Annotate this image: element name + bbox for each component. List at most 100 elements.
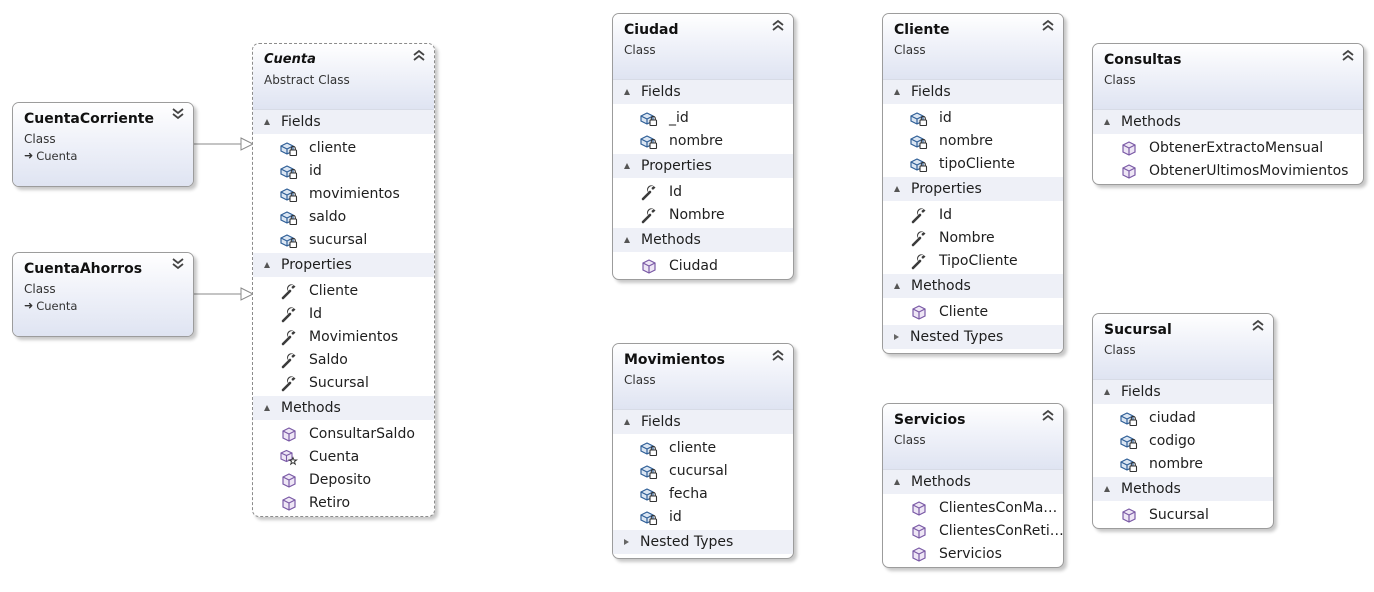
expanded-triangle-icon[interactable] (1104, 119, 1110, 125)
member-method[interactable]: Sucursal (1093, 503, 1273, 526)
section-header-fields[interactable]: Fields (883, 80, 1063, 104)
member-field[interactable]: id (883, 106, 1063, 129)
member-property[interactable]: Movimientos (253, 325, 434, 348)
expanded-triangle-icon[interactable] (1104, 486, 1110, 492)
member-property[interactable]: Sucursal (253, 371, 434, 394)
member-field[interactable]: saldo (253, 205, 434, 228)
section-header-properties[interactable]: Properties (613, 154, 793, 178)
member-property[interactable]: Nombre (883, 226, 1063, 249)
member-method[interactable]: Retiro (253, 491, 434, 514)
section-header-properties[interactable]: Properties (253, 253, 434, 277)
member-method[interactable]: ObtenerUltimosMovimientos (1093, 159, 1363, 182)
member-field[interactable]: nombre (1093, 452, 1273, 475)
section-header-fields[interactable]: Fields (1093, 380, 1273, 404)
section-header-nested-types[interactable]: Nested Types (883, 325, 1063, 349)
expanded-triangle-icon[interactable] (1104, 389, 1110, 395)
member-field[interactable]: id (613, 505, 793, 528)
member-field[interactable]: tipoCliente (883, 152, 1063, 175)
member-property[interactable]: Id (613, 180, 793, 203)
member-field[interactable]: _id (613, 106, 793, 129)
member-method[interactable]: ClientesConMa… (883, 496, 1063, 519)
member-method[interactable]: Deposito (253, 468, 434, 491)
member-method[interactable]: Ciudad (613, 254, 793, 277)
section-header-fields[interactable]: Fields (613, 80, 793, 104)
expanded-triangle-icon[interactable] (894, 186, 900, 192)
section-header-methods[interactable]: Methods (1093, 477, 1273, 501)
expand-chevrons-icon[interactable] (171, 107, 185, 123)
section-header-methods[interactable]: Methods (1093, 110, 1363, 134)
expanded-triangle-icon[interactable] (894, 283, 900, 289)
member-property[interactable]: TipoCliente (883, 249, 1063, 272)
expanded-triangle-icon[interactable] (624, 163, 630, 169)
section-header-fields[interactable]: Fields (253, 110, 434, 134)
section-header-methods[interactable]: Methods (883, 470, 1063, 494)
member-property[interactable]: Id (883, 203, 1063, 226)
member-field[interactable]: sucursal (253, 228, 434, 251)
collapse-chevrons-icon[interactable] (1341, 48, 1355, 64)
member-field[interactable]: cucursal (613, 459, 793, 482)
member-method[interactable]: Cliente (883, 300, 1063, 323)
collapse-chevrons-icon[interactable] (771, 348, 785, 364)
collapse-chevrons-icon[interactable] (771, 18, 785, 34)
section-header-fields[interactable]: Fields (613, 410, 793, 434)
member-constructor[interactable]: Cuenta (253, 445, 434, 468)
expand-chevrons-icon[interactable] (171, 257, 185, 273)
expanded-triangle-icon[interactable] (264, 119, 270, 125)
expanded-triangle-icon[interactable] (264, 405, 270, 411)
member-field[interactable]: movimientos (253, 182, 434, 205)
expanded-triangle-icon[interactable] (894, 479, 900, 485)
member-method[interactable]: ClientesConReti… (883, 519, 1063, 542)
section-header-properties[interactable]: Properties (883, 177, 1063, 201)
member-field[interactable]: codigo (1093, 429, 1273, 452)
member-field[interactable]: ciudad (1093, 406, 1273, 429)
member-field[interactable]: cliente (253, 136, 434, 159)
member-method[interactable]: Servicios (883, 542, 1063, 565)
collapse-chevrons-icon[interactable] (1041, 408, 1055, 424)
collapse-chevrons-icon[interactable] (1041, 18, 1055, 34)
collapse-chevrons-icon[interactable] (1251, 318, 1265, 334)
expanded-triangle-icon[interactable] (624, 89, 630, 95)
collapsed-triangle-icon[interactable] (624, 539, 629, 545)
member-field[interactable]: fecha (613, 482, 793, 505)
expanded-triangle-icon[interactable] (894, 89, 900, 95)
member-field[interactable]: cliente (613, 436, 793, 459)
member-property[interactable]: Cliente (253, 279, 434, 302)
expanded-triangle-icon[interactable] (624, 237, 630, 243)
collapse-chevrons-icon[interactable] (412, 48, 426, 64)
expanded-triangle-icon[interactable] (624, 419, 630, 425)
member-property[interactable]: Id (253, 302, 434, 325)
collapsed-triangle-icon[interactable] (894, 334, 899, 340)
section-header-methods[interactable]: Methods (883, 274, 1063, 298)
section-header-nested-types[interactable]: Nested Types (613, 530, 793, 554)
section-header-methods[interactable]: Methods (613, 228, 793, 252)
member-method[interactable]: ConsultarSaldo (253, 422, 434, 445)
section-label: Fields (1121, 384, 1161, 400)
member-method[interactable]: ObtenerExtractoMensual (1093, 136, 1363, 159)
member-field[interactable]: nombre (883, 129, 1063, 152)
section-header-methods[interactable]: Methods (253, 396, 434, 420)
member-property[interactable]: Nombre (613, 203, 793, 226)
member-field[interactable]: id (253, 159, 434, 182)
class-stereotype: Class (1104, 73, 1136, 87)
member-property[interactable]: Saldo (253, 348, 434, 371)
expanded-triangle-icon[interactable] (264, 262, 270, 268)
member-field[interactable]: nombre (613, 129, 793, 152)
